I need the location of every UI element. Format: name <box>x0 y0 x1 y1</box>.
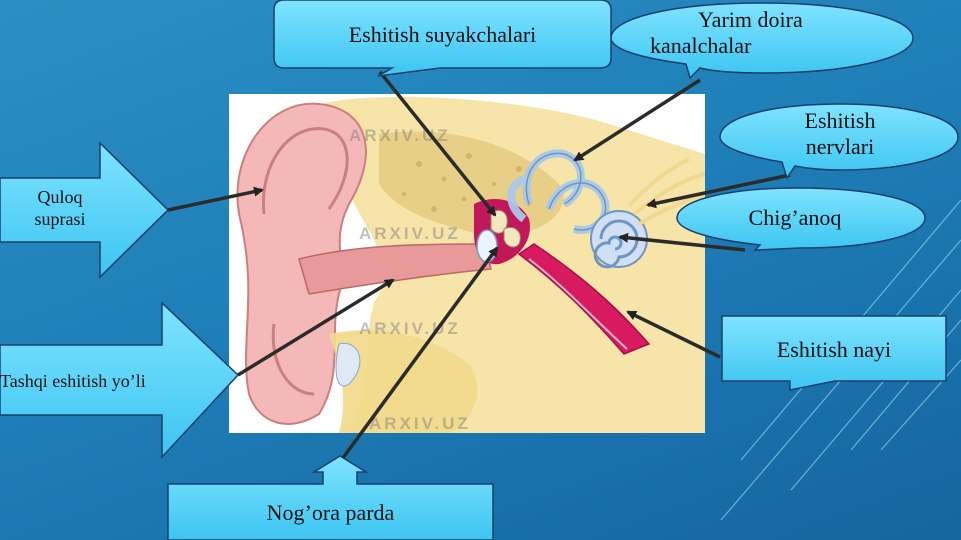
label-semicircular-line1: Yarim doira <box>698 7 803 32</box>
callout-eardrum-shape <box>167 455 494 540</box>
label-cochlea: Chig’anoq <box>700 205 890 231</box>
label-cochlea-text: Chig’anoq <box>748 205 842 230</box>
watermark: ARXIV.UZ <box>369 414 471 433</box>
watermark: ARXIV.UZ <box>359 319 461 338</box>
label-eardrum: Nog’ora parda <box>168 500 493 526</box>
label-ear-canal: Tashqi eshitish yo’li <box>0 370 200 392</box>
label-eardrum-text: Nog’ora parda <box>266 500 395 525</box>
label-nerves-line1: Eshitish <box>804 108 876 133</box>
label-semicircular: Yarim doira kanalchalar <box>650 7 880 59</box>
label-nerves-line2: nervlari <box>805 134 875 159</box>
label-eustachian: Eshitish nayi <box>722 337 946 363</box>
label-ear-canal-text: Tashqi eshitish yo’li <box>0 371 146 391</box>
label-auricle-line2: suprasi <box>34 209 86 229</box>
label-ossicles: Eshitish suyakchalari <box>274 22 611 48</box>
label-eustachian-text: Eshitish nayi <box>776 337 892 362</box>
label-nerves: Eshitish nervlari <box>745 108 935 160</box>
watermark: ARXIV.UZ <box>349 126 451 145</box>
watermark: ARXIV.UZ <box>359 224 461 243</box>
ear-anatomy-image: ARXIV.UZ ARXIV.UZ ARXIV.UZ ARXIV.UZ <box>229 94 705 433</box>
label-auricle: Quloq suprasi <box>20 186 100 230</box>
decorative-lines <box>720 200 961 521</box>
label-semicircular-line2: kanalchalar <box>650 33 752 58</box>
label-auricle-line1: Quloq <box>37 187 83 207</box>
label-ossicles-text: Eshitish suyakchalari <box>348 22 537 47</box>
ear-illustration <box>229 94 705 433</box>
